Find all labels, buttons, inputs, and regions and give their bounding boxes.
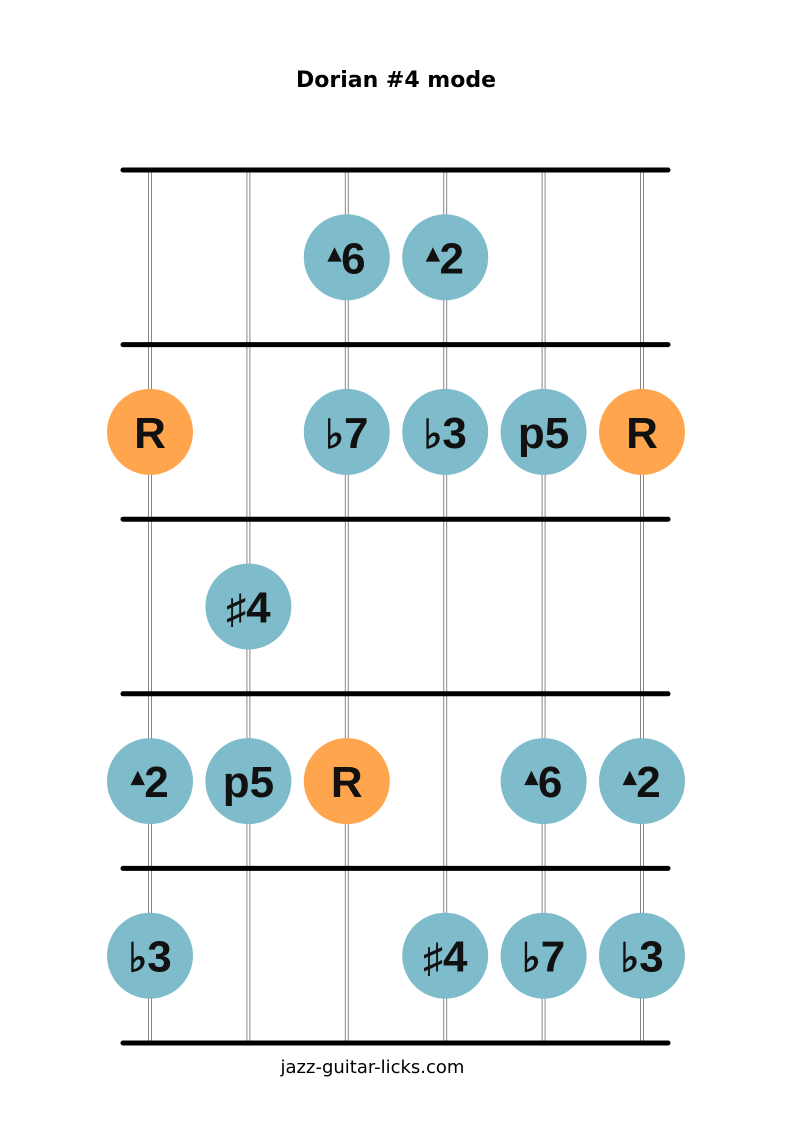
scale-note-marker: ▴2 — [107, 738, 193, 825]
scale-note-marker: ♭3 — [599, 912, 685, 999]
note-circle — [402, 912, 489, 999]
note-circle — [303, 214, 390, 301]
note-label: R — [331, 758, 363, 807]
note-label: ♯4 — [226, 584, 271, 633]
note-label: ♭3 — [424, 409, 467, 458]
note-label: ▴2 — [622, 758, 661, 807]
note-circle — [599, 738, 685, 825]
note-circle — [107, 912, 193, 999]
note-label: ♭7 — [325, 409, 368, 458]
note-circle — [599, 912, 685, 999]
note-circle — [500, 738, 587, 825]
root-note-marker: R — [303, 738, 390, 825]
scale-note-marker: p5 — [205, 738, 292, 825]
note-circle — [303, 738, 390, 825]
string-line — [443, 170, 448, 1043]
note-label: ▴2 — [130, 758, 169, 807]
scale-note-marker: ♭7 — [303, 388, 390, 475]
fret-lines — [120, 167, 671, 1046]
note-label: p5 — [518, 409, 569, 458]
note-circle — [107, 388, 193, 475]
note-circle — [205, 738, 292, 825]
note-label: ▴2 — [425, 234, 464, 283]
scale-note-marker: ♭3 — [107, 912, 193, 999]
scale-note-marker: ▴2 — [402, 214, 489, 301]
root-note-marker: R — [107, 388, 193, 475]
note-circle — [500, 912, 587, 999]
scale-note-marker: ♯4 — [402, 912, 489, 999]
string-line — [541, 170, 546, 1043]
note-label: R — [134, 409, 166, 458]
string-line — [344, 170, 349, 1043]
scale-note-marker: ▴2 — [599, 738, 685, 825]
note-circle — [500, 388, 587, 475]
string-line — [640, 170, 644, 1043]
root-note-marker: R — [599, 388, 685, 475]
site-credit: jazz-guitar-licks.com — [280, 1057, 465, 1078]
scale-note-marker: p5 — [500, 388, 587, 475]
note-circle — [402, 388, 489, 475]
scale-note-marker: ♭7 — [500, 912, 587, 999]
note-circle — [402, 214, 489, 301]
note-label: ♭3 — [128, 933, 171, 982]
scale-note-marker: ▴6 — [303, 214, 390, 301]
note-label: ▴6 — [327, 234, 366, 283]
note-label: ♯4 — [423, 933, 468, 982]
note-label: R — [626, 409, 658, 458]
page-title: Dorian #4 mode — [295, 68, 497, 93]
note-circle — [599, 388, 685, 475]
scale-note-marker: ♭3 — [402, 388, 489, 475]
note-label: p5 — [223, 758, 274, 807]
note-circle — [107, 738, 193, 825]
scale-note-marker: ♯4 — [205, 563, 292, 650]
string-line — [148, 170, 152, 1043]
note-label: ▴6 — [524, 758, 563, 807]
note-label: ♭3 — [620, 933, 663, 982]
scale-note-marker: ▴6 — [500, 738, 587, 825]
note-label: ♭7 — [522, 933, 565, 982]
note-circle — [205, 563, 292, 650]
note-circle — [303, 388, 390, 475]
